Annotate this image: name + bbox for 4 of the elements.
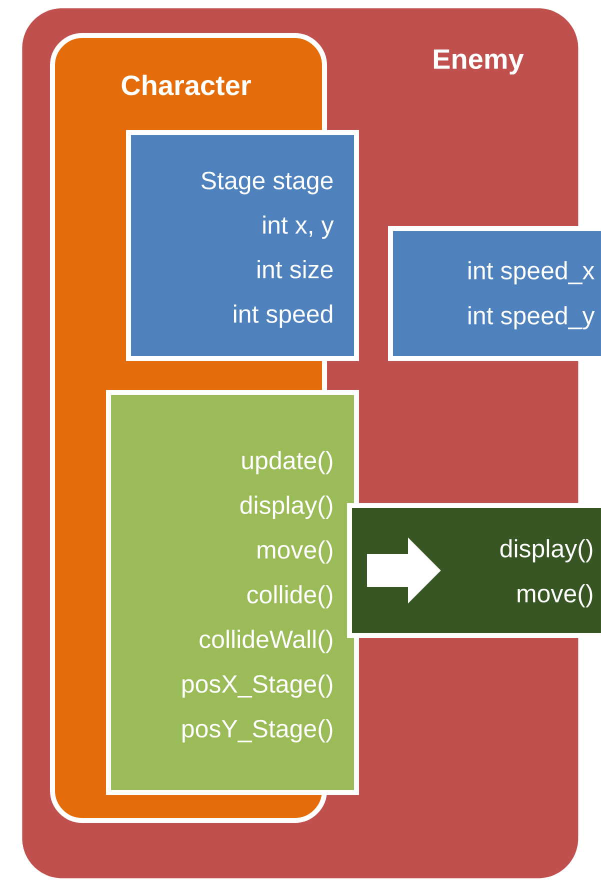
methods-box: display() move() xyxy=(347,503,601,638)
fields-box: Stage stage int x, y int size int speed xyxy=(126,130,359,361)
methods-box: update() display() move() collide() collideWall() posX_Stage() posY_Stage() xyxy=(106,390,359,795)
fields-box: int speed_x int speed_y xyxy=(388,226,601,361)
